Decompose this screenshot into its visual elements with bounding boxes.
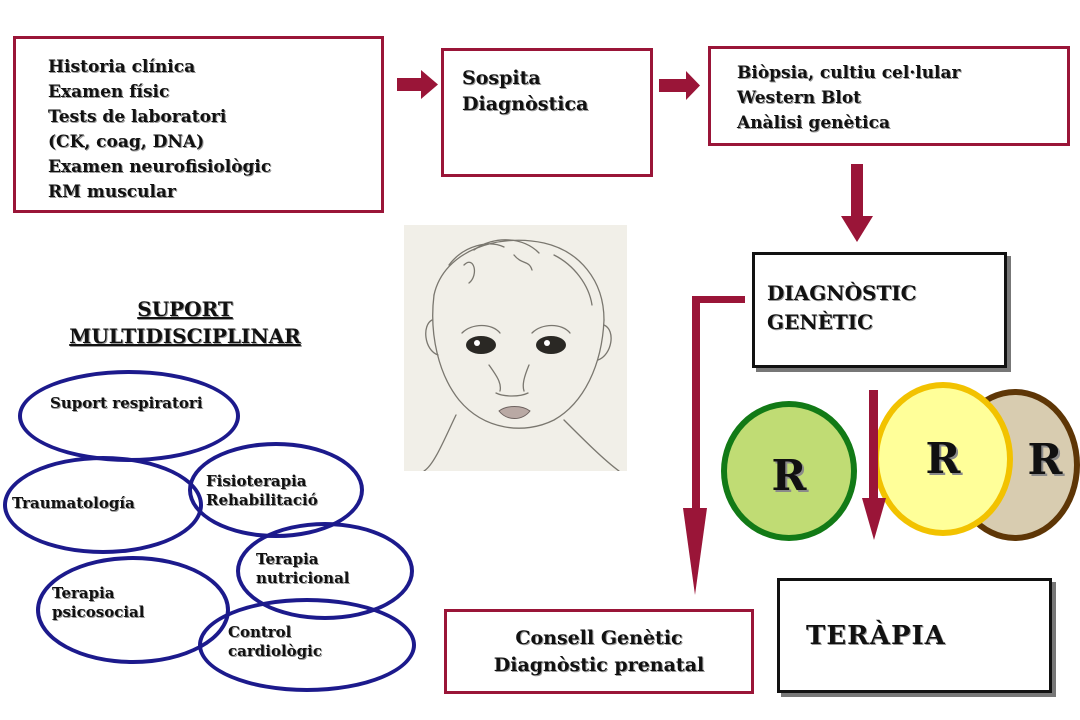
counseling-line: Consell Genètic <box>515 627 683 649</box>
counseling-line: Diagnòstic prenatal <box>493 654 705 676</box>
r-circle-yellow: R <box>873 382 1013 536</box>
r-circle-brown: R <box>950 389 1080 541</box>
support-item-nutritional: Terapia nutricional <box>256 550 350 587</box>
genetic-diagnosis-line: DIAGNÒSTIC <box>767 281 917 305</box>
history-line: Examen físic <box>48 82 170 102</box>
psychosocial-therapy-ellipse <box>36 556 230 664</box>
support-item-cardiac: Control cardiològic <box>228 623 322 660</box>
support-item-psychosocial: Terapia psicosocial <box>52 584 145 621</box>
history-line: Tests de laboratori <box>48 107 227 127</box>
support-item-respiratory: Suport respiratori <box>50 394 203 412</box>
suspicion-line: Diagnòstica <box>462 93 589 115</box>
diagnostic-suspicion-box: Sospita Diagnòstica <box>441 48 653 177</box>
support-title-line: MULTIDISCIPLINAR <box>69 324 301 348</box>
support-item-traumatology: Traumatología <box>12 494 135 512</box>
suspicion-line: Sospita <box>462 67 541 89</box>
genetic-diagnosis-box: DIAGNÒSTIC GENÈTIC <box>752 252 1007 368</box>
r-circle-green: R <box>721 401 857 541</box>
cardiac-control-ellipse <box>198 598 416 692</box>
respiratory-support-ellipse <box>18 370 240 462</box>
biopsy-line: Anàlisi genètica <box>737 113 890 133</box>
biopsy-line: Western Blot <box>737 88 862 108</box>
history-line: Historia clínica <box>48 57 196 77</box>
therapy-label: TERÀPIA <box>806 621 946 651</box>
baby-sketch-image <box>404 225 627 472</box>
support-item-physiotherapy: Fisioterapia Rehabilitació <box>206 472 318 509</box>
therapy-box: TERÀPIA <box>777 578 1052 693</box>
history-line: (CK, coag, DNA) <box>48 132 205 152</box>
right-arrow-icon <box>659 71 700 100</box>
support-title-line: SUPORT <box>137 297 233 321</box>
r-circle-label: R <box>771 451 807 500</box>
genetic-diagnosis-line: GENÈTIC <box>767 310 874 334</box>
r-circle-label: R <box>1027 435 1063 484</box>
down-arrow-icon <box>841 164 873 242</box>
r-circle-label: R <box>925 434 961 483</box>
biopsy-box: Biòpsia, cultiu cel·lular Western Blot A… <box>708 46 1070 146</box>
right-arrow-icon <box>397 70 438 99</box>
genetic-counseling-box: Consell Genètic Diagnòstic prenatal <box>444 609 754 694</box>
clinical-history-box: Historia clínica Examen físic Tests de l… <box>13 36 384 213</box>
support-title: SUPORT MULTIDISCIPLINAR <box>40 296 330 350</box>
history-line: RM muscular <box>48 182 176 202</box>
history-line: Examen neurofisiològic <box>48 157 272 177</box>
biopsy-line: Biòpsia, cultiu cel·lular <box>737 63 961 83</box>
